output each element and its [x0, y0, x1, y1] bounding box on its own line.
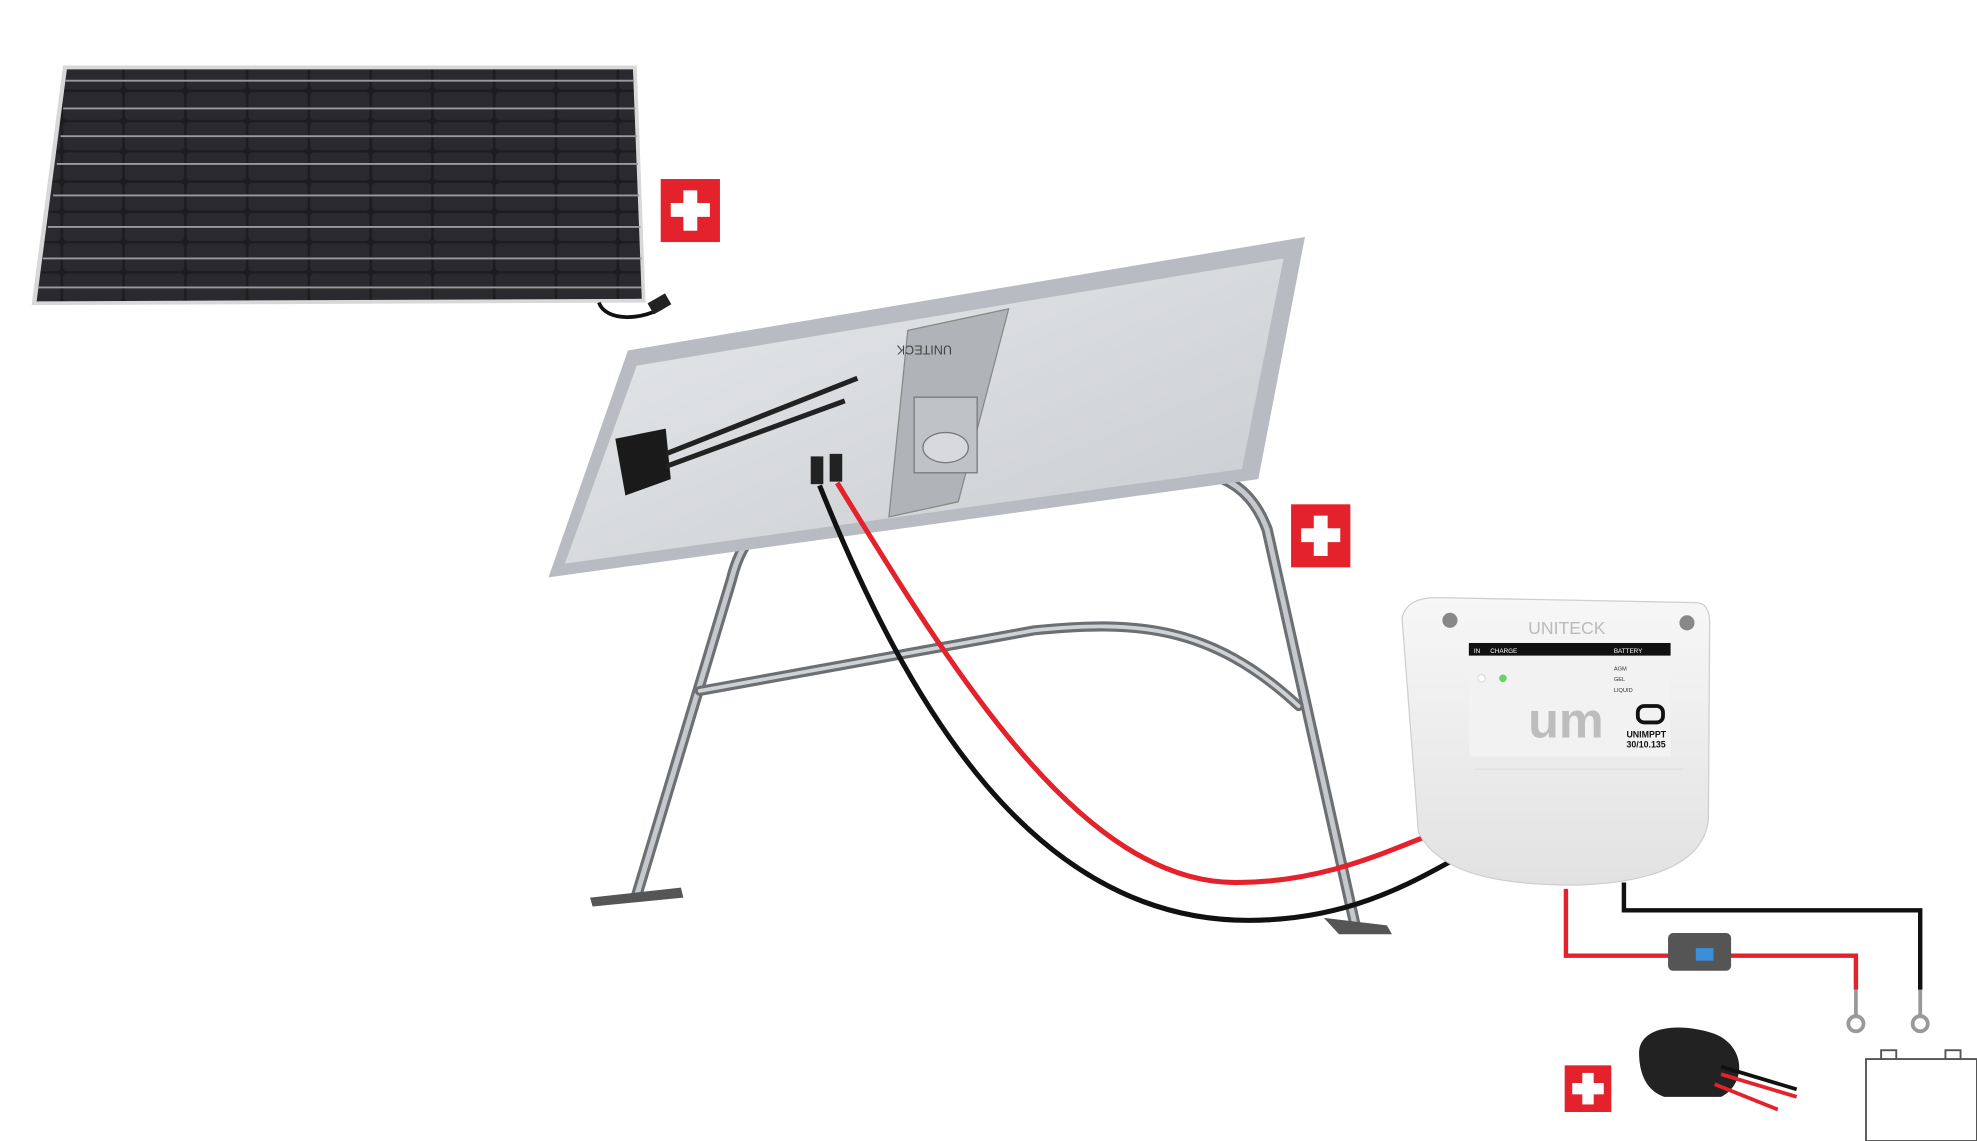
negative-cable-panel	[817, 484, 1464, 923]
swiss-cross-icon	[1564, 1065, 1612, 1113]
model-line-1: UNIMPPT	[1626, 730, 1666, 740]
battery-label: BATTERY	[1614, 648, 1643, 655]
charge-label: CHARGE	[1490, 648, 1517, 655]
controller-brand: UNITECK	[1528, 618, 1606, 638]
solar-panel-front	[31, 65, 672, 319]
controller-logo: um	[1528, 692, 1604, 749]
swiss-cross-icon	[660, 179, 720, 243]
temperature-sensor	[1639, 1027, 1798, 1112]
in-label: IN	[1474, 648, 1481, 655]
battery-type-liquid: LIQUID	[1614, 688, 1633, 694]
charge-controller: UNITECK IN CHARGE BATTERY AGM GEL LIQUID…	[1401, 596, 1711, 886]
negative-cable-battery	[1621, 882, 1923, 990]
battery-icon	[1865, 1049, 1977, 1141]
bracket-brand: UNITECK	[896, 342, 952, 356]
fuse-holder	[1668, 932, 1732, 971]
battery-type-gel: GEL	[1614, 677, 1625, 683]
positive-cable-panel	[835, 481, 1432, 886]
solar-panel-back: UNITECK	[548, 237, 1305, 578]
battery-type-agm: AGM	[1614, 667, 1627, 673]
ring-terminals	[1846, 989, 1930, 1034]
model-line-2: 30/10.135	[1626, 740, 1665, 750]
swiss-cross-icon	[1291, 504, 1351, 568]
